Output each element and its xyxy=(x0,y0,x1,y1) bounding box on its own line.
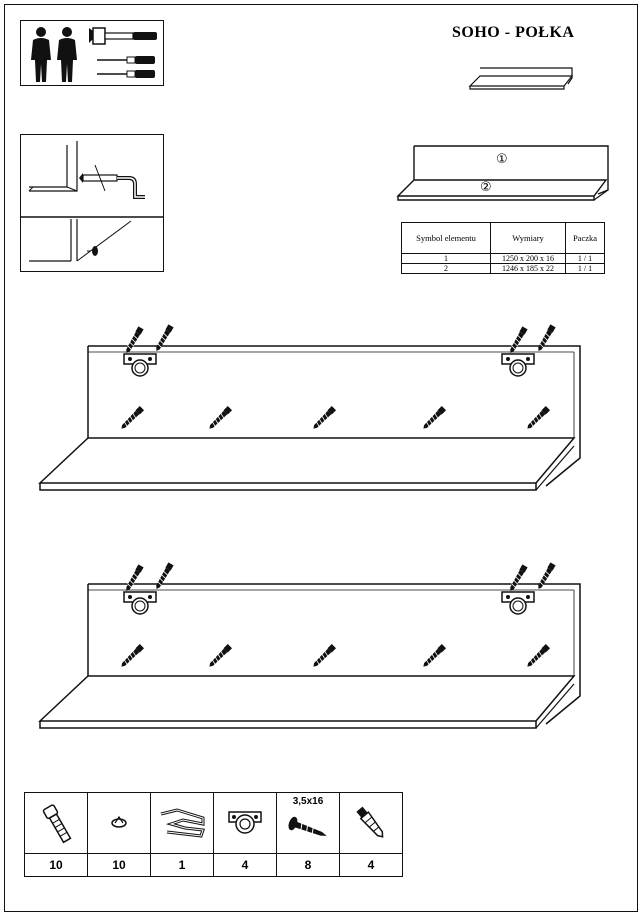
part-count: 4 xyxy=(213,853,277,877)
page-title: SOHO - POŁKA xyxy=(452,24,575,41)
long-screw xyxy=(209,643,233,667)
element-label-1: ① xyxy=(496,152,508,167)
spec-header-package: Paczka xyxy=(565,222,605,254)
wood-screw xyxy=(126,564,144,591)
table-row: 2 1246 x 185 x 22 1 / 1 xyxy=(401,263,605,274)
element-diagram xyxy=(396,145,609,201)
part-count: 10 xyxy=(87,853,151,877)
wood-screw xyxy=(126,326,144,353)
spec-cell: 2 xyxy=(401,263,491,274)
parts-table: 3,5x16 10 xyxy=(24,792,403,877)
long-screw xyxy=(209,405,233,429)
hanging-bracket xyxy=(123,353,157,377)
table-row: 1 1250 x 200 x 16 1 / 1 xyxy=(401,253,605,264)
wood-screw-icon xyxy=(288,816,327,836)
parts-icons-row: 3,5x16 xyxy=(24,792,403,854)
hammer-icon xyxy=(89,27,157,45)
wood-screw xyxy=(156,562,174,589)
hanging-bracket xyxy=(501,353,535,377)
long-screw xyxy=(527,405,551,429)
long-screw xyxy=(527,643,551,667)
hanging-bracket-icon xyxy=(228,811,262,834)
wood-screw xyxy=(510,326,528,353)
wood-screw xyxy=(156,324,174,351)
spec-header-dimensions: Wymiary xyxy=(490,222,566,254)
spec-cell: 1 / 1 xyxy=(565,263,605,274)
long-screw xyxy=(121,643,145,667)
bottom-shelf-front xyxy=(39,721,537,729)
spec-cell: 1250 x 200 x 16 xyxy=(490,253,566,264)
spec-cell: 1 / 1 xyxy=(565,253,605,264)
page-frame xyxy=(4,4,638,912)
part-cell xyxy=(87,792,151,854)
long-screw xyxy=(313,405,337,429)
part-count: 10 xyxy=(24,853,88,877)
wood-screw xyxy=(510,564,528,591)
spec-header-symbol: Symbol elementu xyxy=(401,222,491,254)
spec-cell: 1 xyxy=(401,253,491,264)
screw-size-label: 3,5x16 xyxy=(292,796,324,807)
back-panel xyxy=(88,345,581,487)
long-screw xyxy=(423,405,447,429)
screwdriver-icon xyxy=(97,70,155,78)
element-label-2: ② xyxy=(480,180,492,195)
bottom-shelf xyxy=(38,675,576,722)
long-screw xyxy=(121,405,145,429)
hanging-bracket xyxy=(501,591,535,615)
spec-cell: 1246 x 185 x 22 xyxy=(490,263,566,274)
part-cell xyxy=(24,792,88,854)
cam-nut-icon xyxy=(111,815,127,828)
back-panel xyxy=(88,583,581,725)
part-cell: 3,5x16 xyxy=(276,792,340,854)
shelf-thumbnail xyxy=(468,67,574,90)
part-cell xyxy=(339,792,403,854)
bottom-shelf-front xyxy=(39,483,537,491)
allen-key-icon xyxy=(160,808,206,838)
parts-counts-row: 10 10 1 4 8 4 xyxy=(24,853,403,877)
wood-screw xyxy=(538,324,556,351)
screwdriver-icon xyxy=(97,56,155,64)
part-cell xyxy=(150,792,214,854)
part-count: 4 xyxy=(339,853,403,877)
bottom-shelf xyxy=(38,437,576,484)
bottom-shelf-side xyxy=(535,445,575,491)
part-count: 8 xyxy=(276,853,340,877)
part-count: 1 xyxy=(150,853,214,877)
long-screw-icon xyxy=(42,804,72,844)
part-cell xyxy=(213,792,277,854)
assembly-detail-drawing xyxy=(21,141,163,262)
spec-table-header: Symbol elementu Wymiary Paczka xyxy=(401,222,605,254)
bottom-shelf-side xyxy=(535,683,575,729)
shelf-step-2-drawing xyxy=(38,562,581,729)
hanging-bracket xyxy=(123,591,157,615)
wood-screw xyxy=(538,562,556,589)
assembly-detail-box xyxy=(20,134,164,272)
spec-table: Symbol elementu Wymiary Paczka 1 1250 x … xyxy=(401,222,605,274)
two-people-icon xyxy=(31,27,77,82)
long-screw xyxy=(423,643,447,667)
shelf-step-1-drawing xyxy=(38,324,581,491)
long-screw xyxy=(313,643,337,667)
wall-plug-icon xyxy=(356,806,384,838)
tools-box xyxy=(20,20,164,86)
